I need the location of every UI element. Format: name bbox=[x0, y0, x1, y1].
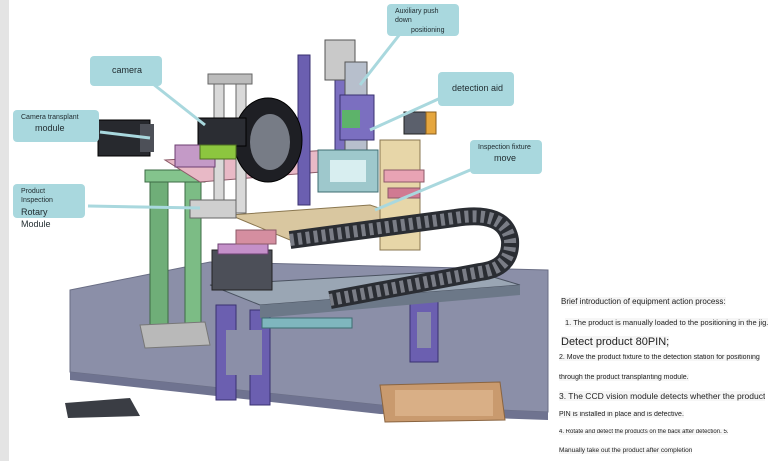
teal-rail-block bbox=[261, 317, 353, 329]
notes-line-6: PIN is installed in place and is defecti… bbox=[559, 411, 684, 418]
purple-leg-window bbox=[226, 330, 262, 375]
callout-auxiliary-push-down: Auxiliary push down positioning bbox=[387, 4, 459, 36]
callout-camera-line1: camera bbox=[112, 65, 143, 75]
callout-auxiliary-line1: Auxiliary push down bbox=[395, 8, 439, 25]
green-mid-plate bbox=[199, 144, 237, 160]
brown-box-inner bbox=[395, 390, 493, 416]
fixture-teal-window bbox=[330, 160, 366, 182]
leader-auxiliary bbox=[358, 33, 402, 86]
notes-heading: Brief introduction of equipment action p… bbox=[561, 297, 726, 306]
callout-inspection-fixture-line1: Inspection fixture bbox=[478, 144, 531, 151]
notes-line-1: 1. The product is manually loaded to the… bbox=[565, 318, 768, 327]
leader-rotary bbox=[87, 204, 201, 210]
notes-line-3: 2. Move the product fixture to the detec… bbox=[559, 354, 760, 361]
camera-ring-inner bbox=[250, 114, 290, 170]
cable-chain-links bbox=[289, 210, 517, 306]
leader-camera bbox=[147, 78, 206, 127]
leader-inspection-fixture bbox=[374, 166, 476, 212]
top-right-tip bbox=[425, 111, 437, 135]
callout-inspection-fixture-line2: move bbox=[494, 153, 517, 164]
callout-detection-aid-line1: detection aid bbox=[452, 83, 504, 93]
leader-camera-transplant bbox=[99, 130, 151, 140]
notes-line-7: 4. Rotate and detect the products on the… bbox=[559, 429, 729, 435]
callout-camera-transplant-line2: module bbox=[35, 123, 65, 134]
main-rail-side bbox=[260, 285, 520, 318]
callout-rotary-module: Product Inspection Rotary Module bbox=[13, 184, 85, 229]
callout-rotary-line2: Rotary Module bbox=[21, 206, 51, 230]
callout-camera-transplant: Camera transplant module bbox=[13, 110, 99, 142]
leader-detection-aid bbox=[369, 94, 446, 132]
callout-camera: camera bbox=[90, 56, 162, 86]
purple-leg-back-window bbox=[417, 312, 431, 348]
callout-camera-transplant-line1: Camera transplant bbox=[21, 114, 79, 121]
callout-auxiliary-line2: positioning bbox=[411, 26, 445, 34]
green-frame-left bbox=[149, 169, 169, 336]
camera-lens bbox=[197, 117, 247, 147]
notes-line-4: through the product transplanting module… bbox=[559, 374, 689, 381]
bottom-rail bbox=[65, 398, 140, 418]
left-edge-bar bbox=[0, 0, 9, 461]
detection-aid-green bbox=[342, 110, 360, 128]
callout-detection-aid: detection aid bbox=[438, 72, 514, 106]
notes-line-2: Detect product 80PIN; bbox=[561, 336, 670, 348]
pink-block-right bbox=[383, 169, 425, 183]
notes-line-8: Manually take out the product after comp… bbox=[559, 447, 693, 454]
slide-block-top bbox=[217, 243, 269, 255]
slide-block bbox=[211, 249, 273, 291]
tower-cap bbox=[207, 73, 253, 85]
notes-line-5: 3. The CCD vision module detects whether… bbox=[559, 391, 766, 401]
callout-inspection-fixture: Inspection fixture move bbox=[470, 140, 542, 174]
callout-rotary-line1: Product Inspection bbox=[21, 188, 53, 205]
pink-side-block bbox=[235, 229, 277, 245]
floor-pad bbox=[139, 321, 211, 349]
